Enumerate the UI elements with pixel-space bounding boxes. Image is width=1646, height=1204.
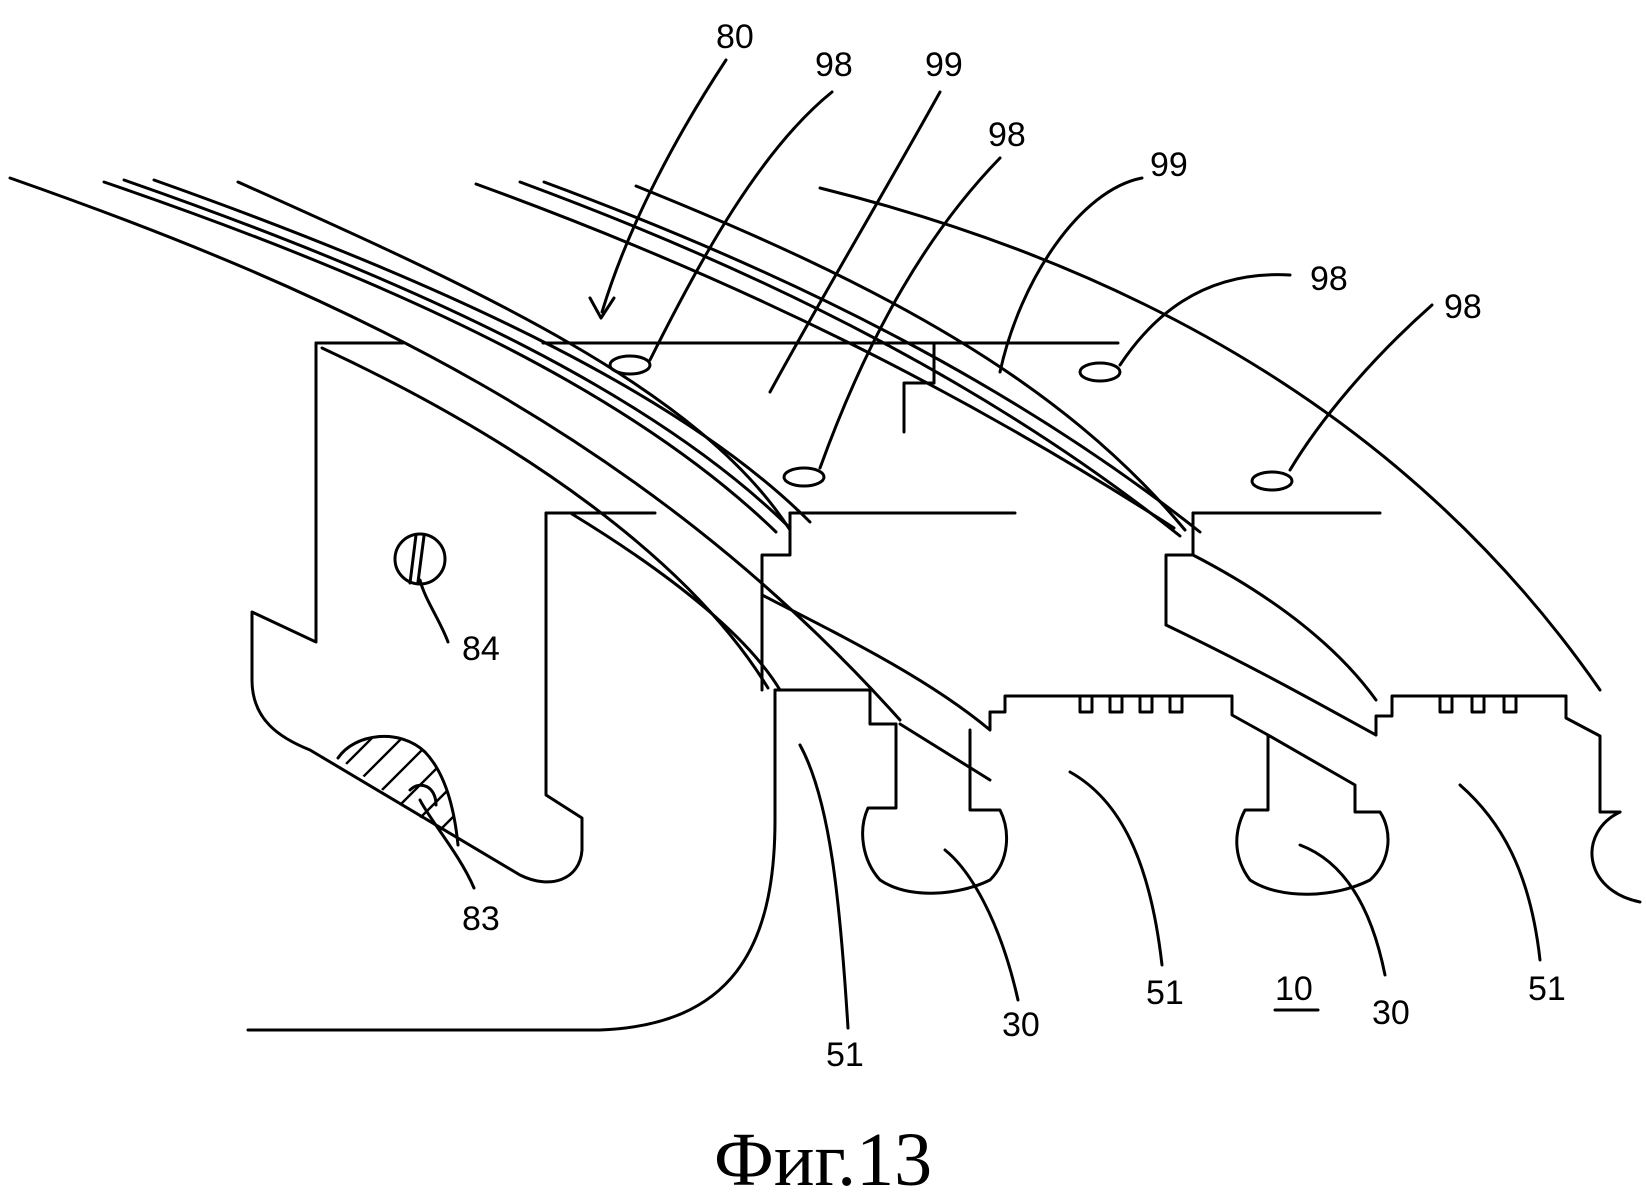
label-99-a: 99 xyxy=(925,46,963,84)
curved-edges xyxy=(10,178,1600,720)
label-30-b: 30 xyxy=(1372,994,1410,1032)
label-80: 80 xyxy=(716,18,754,56)
label-99-b: 99 xyxy=(1150,146,1188,184)
figure-caption: Фиг.13 xyxy=(714,1118,932,1202)
label-84: 84 xyxy=(462,630,500,668)
bolt-84 xyxy=(395,534,445,584)
label-98-b: 98 xyxy=(988,116,1026,154)
holes-98 xyxy=(610,356,1292,490)
slot-group-1 xyxy=(762,595,1388,894)
label-10: 10 xyxy=(1275,970,1313,1008)
hatched-section-83 xyxy=(320,720,490,850)
reference-numerals: 80 98 99 98 99 98 98 84 83 51 30 51 10 3… xyxy=(462,18,1566,1074)
label-51-c: 51 xyxy=(1528,970,1566,1008)
top-segments xyxy=(316,343,1380,625)
label-98-c: 98 xyxy=(1310,260,1348,298)
label-98-a: 98 xyxy=(815,46,853,84)
label-30-a: 30 xyxy=(1002,1006,1040,1044)
label-98-d: 98 xyxy=(1444,288,1482,326)
label-51-b: 51 xyxy=(1146,974,1184,1012)
leader-lines xyxy=(420,60,1540,1028)
label-83: 83 xyxy=(462,900,500,938)
left-flange xyxy=(252,343,582,882)
label-51-a: 51 xyxy=(826,1036,864,1074)
base-hook xyxy=(248,690,896,1030)
